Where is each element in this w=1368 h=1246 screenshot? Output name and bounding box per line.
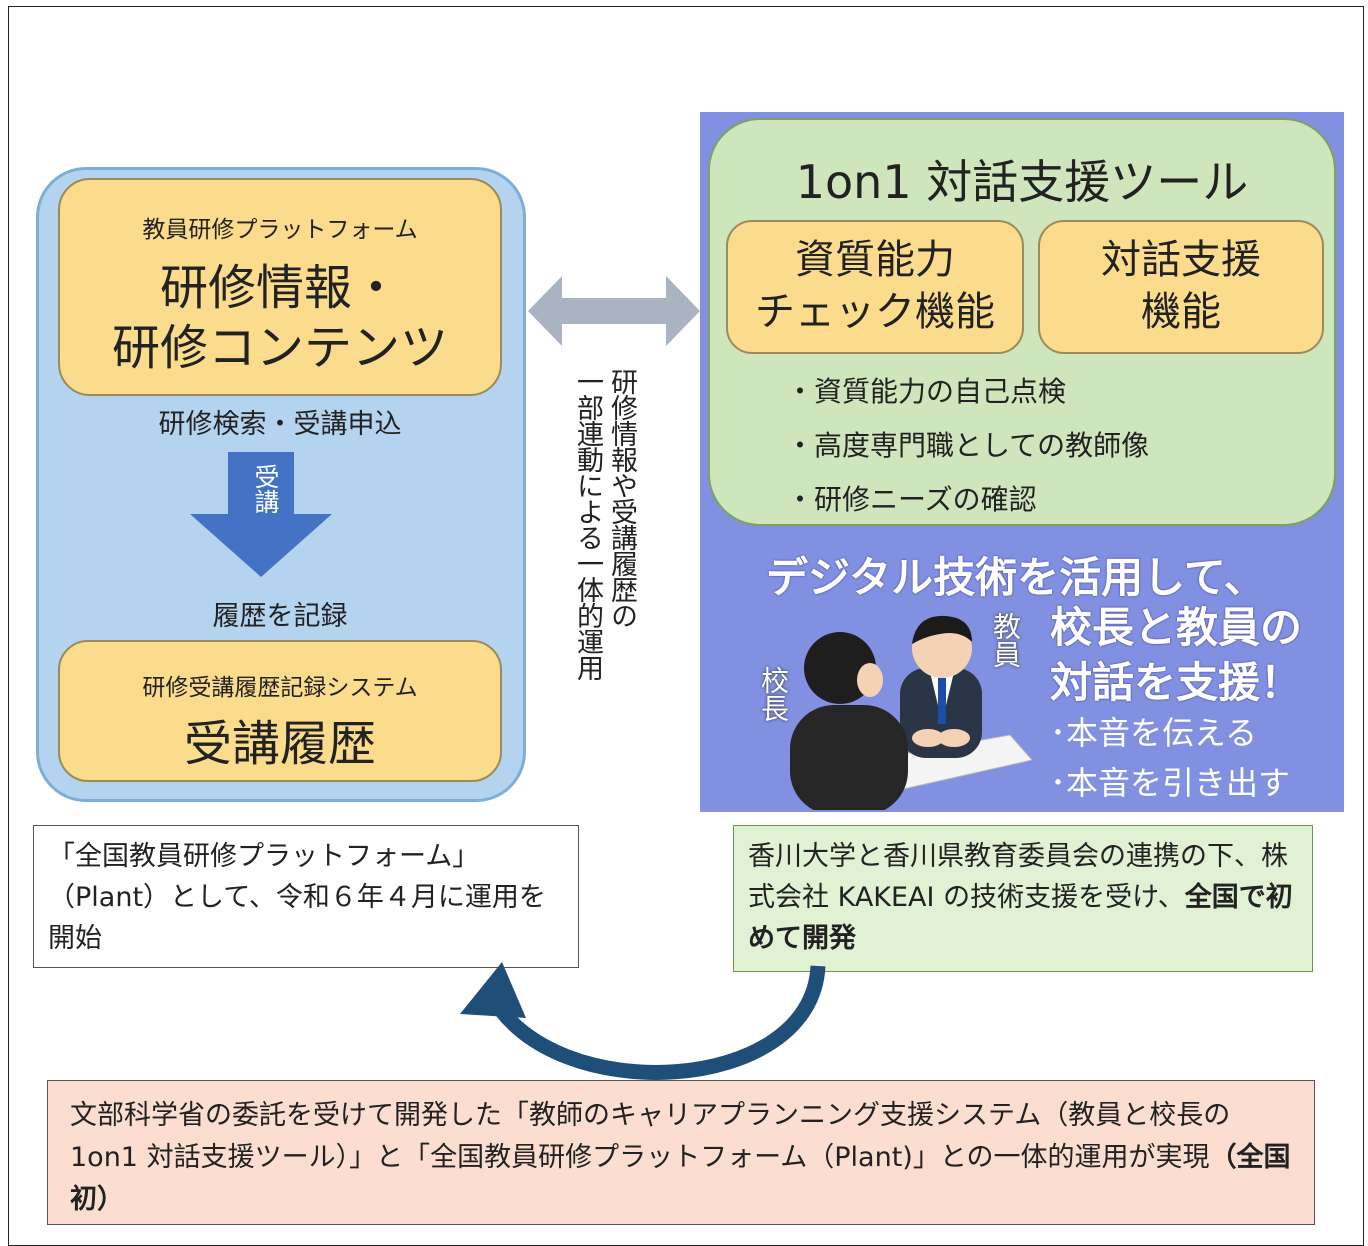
teacher-label: 教員: [989, 612, 1022, 668]
development-info-bold: 全国で初めて開発: [748, 882, 1293, 954]
joint-operation-box: 文部科学省の委託を受けて開発した「教師のキャリアプランニング支援システム（教員と…: [47, 1080, 1315, 1225]
plant-info-box: 「全国教員研修プラットフォーム」（Plant）として、令和６年４月に運用を開始: [33, 825, 579, 968]
tool-title: 1on1 対話支援ツール: [795, 155, 1249, 209]
bullet-2: ・高度専門職としての教師像: [786, 429, 1150, 462]
dialogue-support-box: 対話支援 機能: [1038, 220, 1324, 354]
slogan-line-3: 対話を支援！: [1050, 658, 1303, 707]
linkage-text-col1: 研修情報や受講履歴の: [606, 368, 637, 628]
meeting-illustration: [790, 615, 1033, 810]
joint-operation-bold: （全国初）: [70, 1142, 1291, 1215]
history-title: 受講履歴: [183, 716, 376, 772]
competency-check-box: 資質能力 チェック機能: [726, 220, 1024, 354]
linkage-text-col2: 一部連動による一体的運用: [572, 368, 603, 680]
bullet-3: ・研修ニーズの確認: [786, 483, 1037, 516]
slogan-line-1: デジタル技術を活用して、: [766, 553, 1266, 602]
honne-line-1: ･本音を伝える: [1050, 714, 1258, 752]
arrow-down-icon: [190, 452, 332, 577]
bullet-1: ・資質能力の自己点検: [786, 375, 1067, 408]
arrow-label: 受講: [251, 464, 280, 514]
slogan-line-2: 校長と教員の: [1050, 603, 1303, 652]
double-arrow-icon: [528, 276, 700, 346]
joint-operation-text: 文部科学省の委託を受けて開発した「教師のキャリアプランニング支援システム（教員と…: [70, 1100, 1231, 1173]
platform-label: 教員研修プラットフォーム: [142, 217, 418, 243]
development-info-box: 香川大学と香川県教育委員会の連携の下、株式会社 KAKEAI の技術支援を受け、…: [733, 825, 1313, 972]
search-apply-text: 研修検索・受講申込: [158, 409, 402, 440]
principal-label: 校長: [757, 666, 790, 722]
training-info-title: 研修情報・ 研修コンテンツ: [111, 260, 448, 376]
history-box: 研修受講履歴記録システム 受講履歴: [58, 640, 502, 782]
development-info-text: 香川大学と香川県教育委員会の連携の下、株式会社 KAKEAI の技術支援を受け、: [748, 841, 1288, 913]
history-system-label: 研修受講履歴記録システム: [142, 675, 418, 701]
curved-arrow-icon: [460, 962, 826, 1080]
record-text: 履歴を記録: [212, 601, 348, 632]
honne-line-2: ･本音を引き出す: [1050, 764, 1291, 802]
training-info-box: 教員研修プラットフォーム 研修情報・ 研修コンテンツ: [58, 178, 502, 396]
